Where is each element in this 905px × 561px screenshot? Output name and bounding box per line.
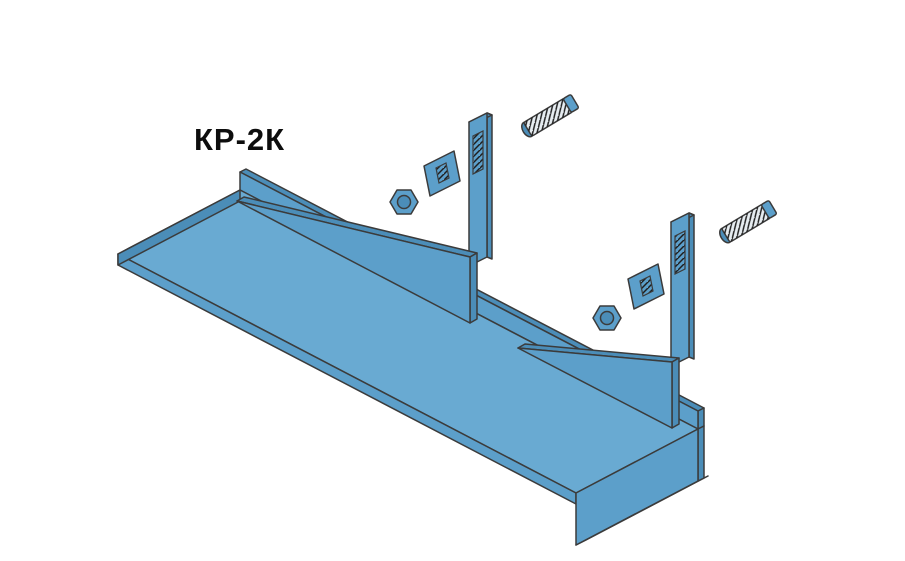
bolt-2 [719,200,777,244]
bolt-1-threads [523,97,573,137]
washer-2-slot [639,275,654,297]
gusset-fin-2 [517,343,680,429]
bolt-2-end-cap [761,200,777,219]
rail-end-bend-face [575,428,699,546]
clip-washer-1 [423,150,461,197]
fin-2-face [517,347,673,429]
bolt-2-threads [721,203,771,243]
gusset-fin-1 [236,196,478,324]
bolt-1-end-cap [563,94,579,113]
strap-1-threaded-slot [472,130,484,175]
mounting-strap-2 [670,212,695,367]
nut-1-hole [396,194,412,210]
clip-washer-2 [627,263,665,310]
hex-nut-1 [389,189,419,215]
hex-nut-2 [592,305,622,331]
rail-end-side-edge [697,425,705,482]
part-label: КР-2К [194,122,285,157]
fin-1-right-edge [469,252,478,324]
rail-flange-left-end [117,189,241,266]
washer-1-slot [435,162,450,184]
nut-2-hole [599,310,615,326]
fin-2-right-edge [671,357,680,429]
mounting-strap-1 [468,112,493,267]
bolt-1 [521,94,579,138]
fin-1-face [236,200,471,324]
strap-2-threaded-slot [674,230,686,275]
rail-flange-top-face [117,189,699,494]
